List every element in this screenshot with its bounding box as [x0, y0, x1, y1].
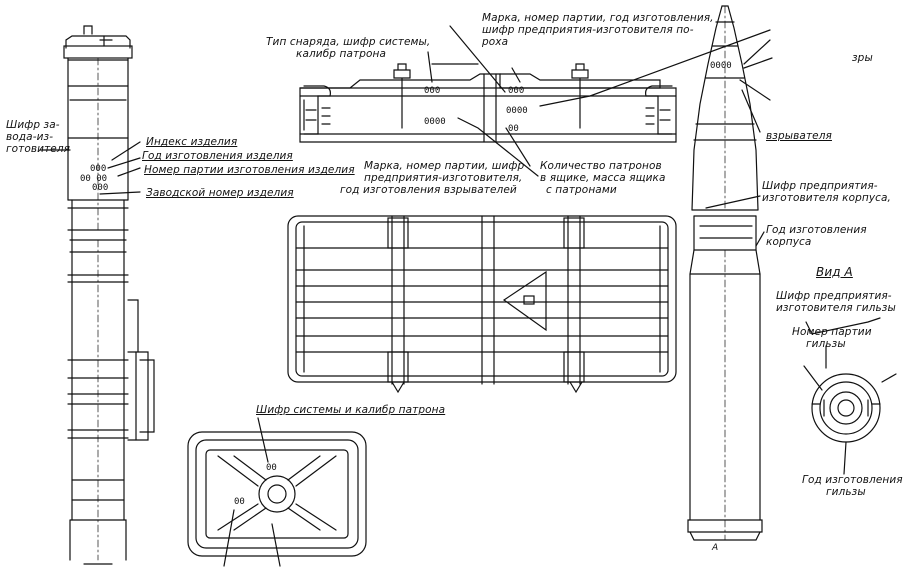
label-body-maker: Шифр предприятия- изготовителя корпуса,	[762, 180, 891, 204]
label-factory-code: Шифр за- вода-из- готовителя	[6, 119, 71, 155]
label-system-code: Шифр системы и калибр патрона	[256, 404, 446, 416]
mark-endview-2: 00	[234, 497, 245, 507]
mark-left-2: 00 00	[80, 174, 107, 184]
mark-left-1: 000	[90, 164, 106, 174]
box-side-view	[299, 25, 771, 177]
cartridge-drawing	[687, 5, 773, 541]
box-top-view	[287, 215, 677, 394]
label-fuze-word: взрывателя	[766, 130, 832, 142]
label-fuze-partial: зры	[852, 52, 873, 64]
label-case-year: Год изготовления гильзы	[802, 474, 903, 498]
mark-nose: 0000	[710, 61, 732, 71]
label-case-maker: Шифр предприятия- изготовителя гильзы	[776, 290, 896, 314]
box-end-view	[187, 417, 367, 567]
label-case-lot: Номер партии гильзы	[792, 326, 872, 350]
tube-side-view	[39, 25, 155, 565]
view-a-case-base	[803, 317, 897, 475]
label-projectile-type: Тип снаряда, шифр системы, калибр патрон…	[266, 36, 431, 60]
label-product-lot: Номер партии изготовления изделия	[144, 164, 355, 176]
mark-box-2: 000	[508, 86, 524, 96]
label-lot-brand: Марка, номер партии, год изготовления, ш…	[482, 12, 714, 48]
label-product-index: Индекс изделия	[146, 136, 238, 148]
mark-box-5: 00	[508, 124, 519, 134]
label-box-count: Количество патронов в ящике, масса ящика…	[540, 160, 666, 196]
label-view-a: Вид А	[816, 265, 853, 279]
label-fuze-brand: Марка, номер партии, шифр предприятия-из…	[340, 160, 525, 196]
mark-endview-1: 00	[266, 463, 277, 473]
mark-box-3: 0000	[506, 106, 528, 116]
label-arrow-a: А	[712, 543, 719, 553]
mark-box-1: 000	[424, 86, 440, 96]
mark-box-4: 0000	[424, 117, 446, 127]
mark-left-3: 000	[92, 183, 108, 193]
label-body-year: Год изготовления корпуса	[766, 224, 867, 248]
label-product-serial: Заводской номер изделия	[146, 187, 294, 199]
label-product-year: Год изготовления изделия	[142, 150, 293, 162]
